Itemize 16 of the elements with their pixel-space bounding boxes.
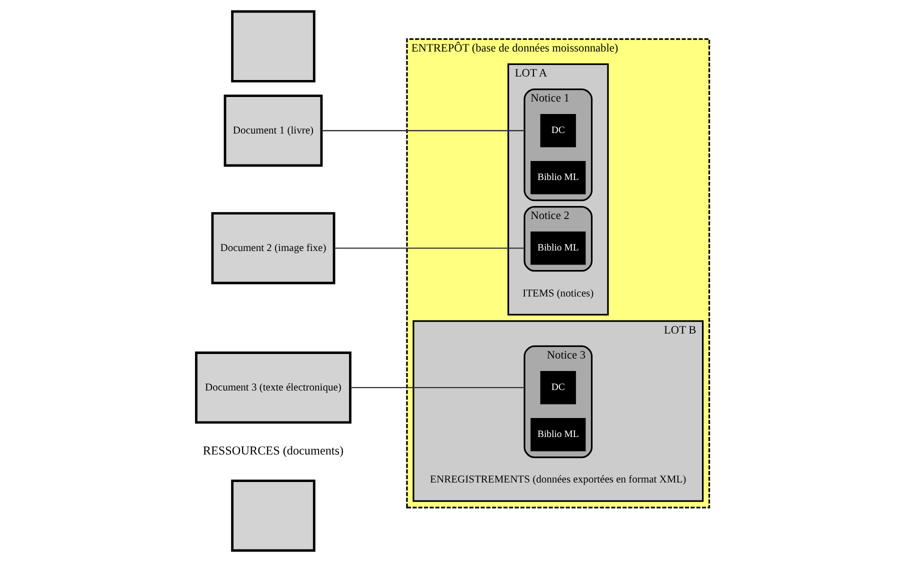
label: ITEMS (notices): [522, 288, 594, 300]
connector: [350, 386, 524, 388]
node-box: DC: [540, 114, 576, 148]
node-box: Biblio ML: [530, 232, 586, 265]
node-box: DC: [540, 370, 576, 404]
connector: [334, 248, 524, 249]
label: ENREGISTREMENTS (données exportées en format XML): [430, 474, 686, 486]
node-box: Biblio ML: [530, 161, 586, 194]
node-box: Document 3 (texte électronique): [194, 352, 351, 424]
node-box: Document 1 (livre): [223, 94, 322, 167]
node-box: [230, 480, 315, 552]
node-box: Document 2 (image fixe): [210, 212, 335, 284]
node-box: [230, 10, 315, 82]
node-box: Biblio ML: [530, 418, 586, 452]
connector: [321, 130, 524, 132]
label: RESSOURCES (documents): [202, 443, 344, 458]
